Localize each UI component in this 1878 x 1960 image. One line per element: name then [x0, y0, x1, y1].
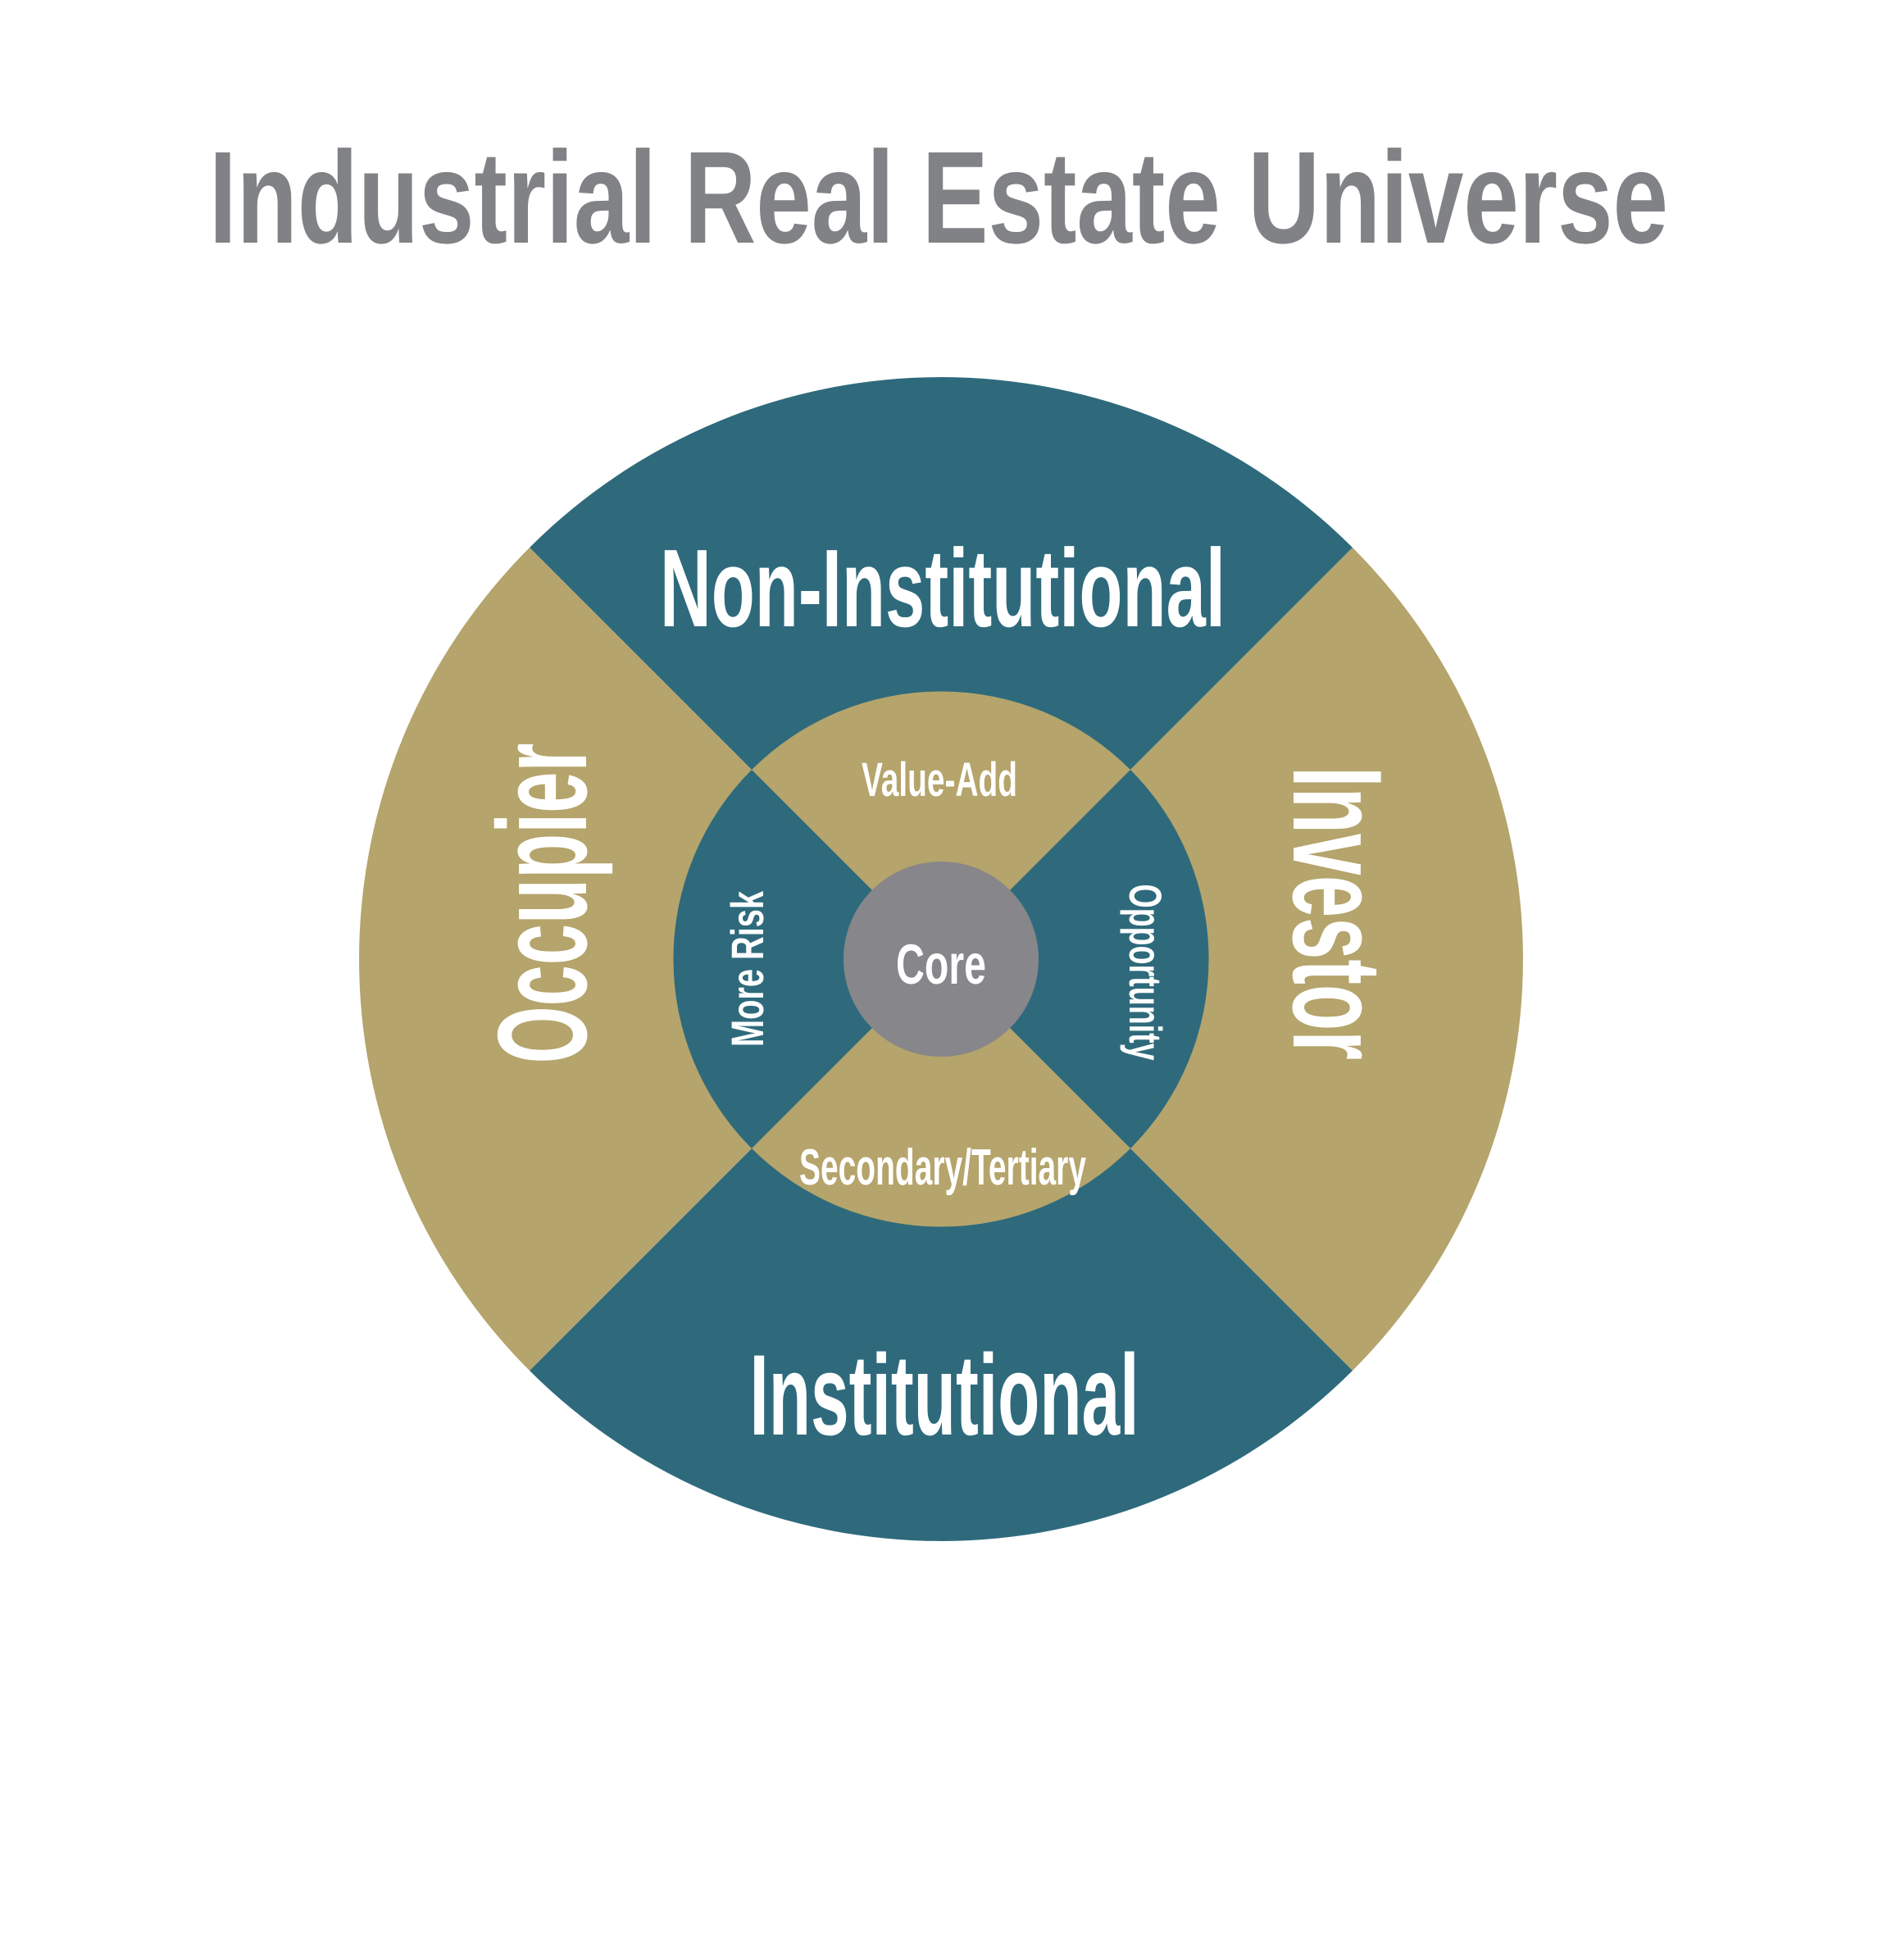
outer-wedge-bottom-institutional: [530, 959, 1353, 1541]
inner-wedge-left-more-risk: [673, 770, 941, 1148]
label-core: Core: [896, 933, 986, 996]
outer-wedge-top-non-institutional: [530, 377, 1353, 959]
inner-wedge-right-opportunity: [941, 770, 1209, 1148]
core-circle: [844, 862, 1039, 1057]
label-non-institutional: Non-Institutional: [660, 526, 1225, 650]
page-title: Industrial Real Estate Universe: [209, 124, 1668, 271]
outer-quadrants: [359, 377, 1523, 1541]
outer-wedge-left-occupier: [359, 548, 941, 1371]
label-institutional: Institutional: [750, 1330, 1139, 1459]
label-secondary-tertiary: Secondary/Tertiary: [799, 1139, 1086, 1196]
label-investor: Investor: [1266, 766, 1408, 1060]
inner-ring-quadrants: [673, 691, 1209, 1227]
inner-wedge-top-value-add: [752, 691, 1130, 959]
label-opportunity: Opportunity: [1120, 885, 1171, 1061]
outer-wedge-right-investor: [941, 548, 1523, 1371]
label-occupier: Occupier: [471, 744, 613, 1064]
label-more-risk: More Risk: [721, 890, 773, 1047]
label-value-add: Value-Add: [862, 753, 1017, 807]
inner-wedge-bottom-secondary-tertiary: [752, 959, 1130, 1227]
